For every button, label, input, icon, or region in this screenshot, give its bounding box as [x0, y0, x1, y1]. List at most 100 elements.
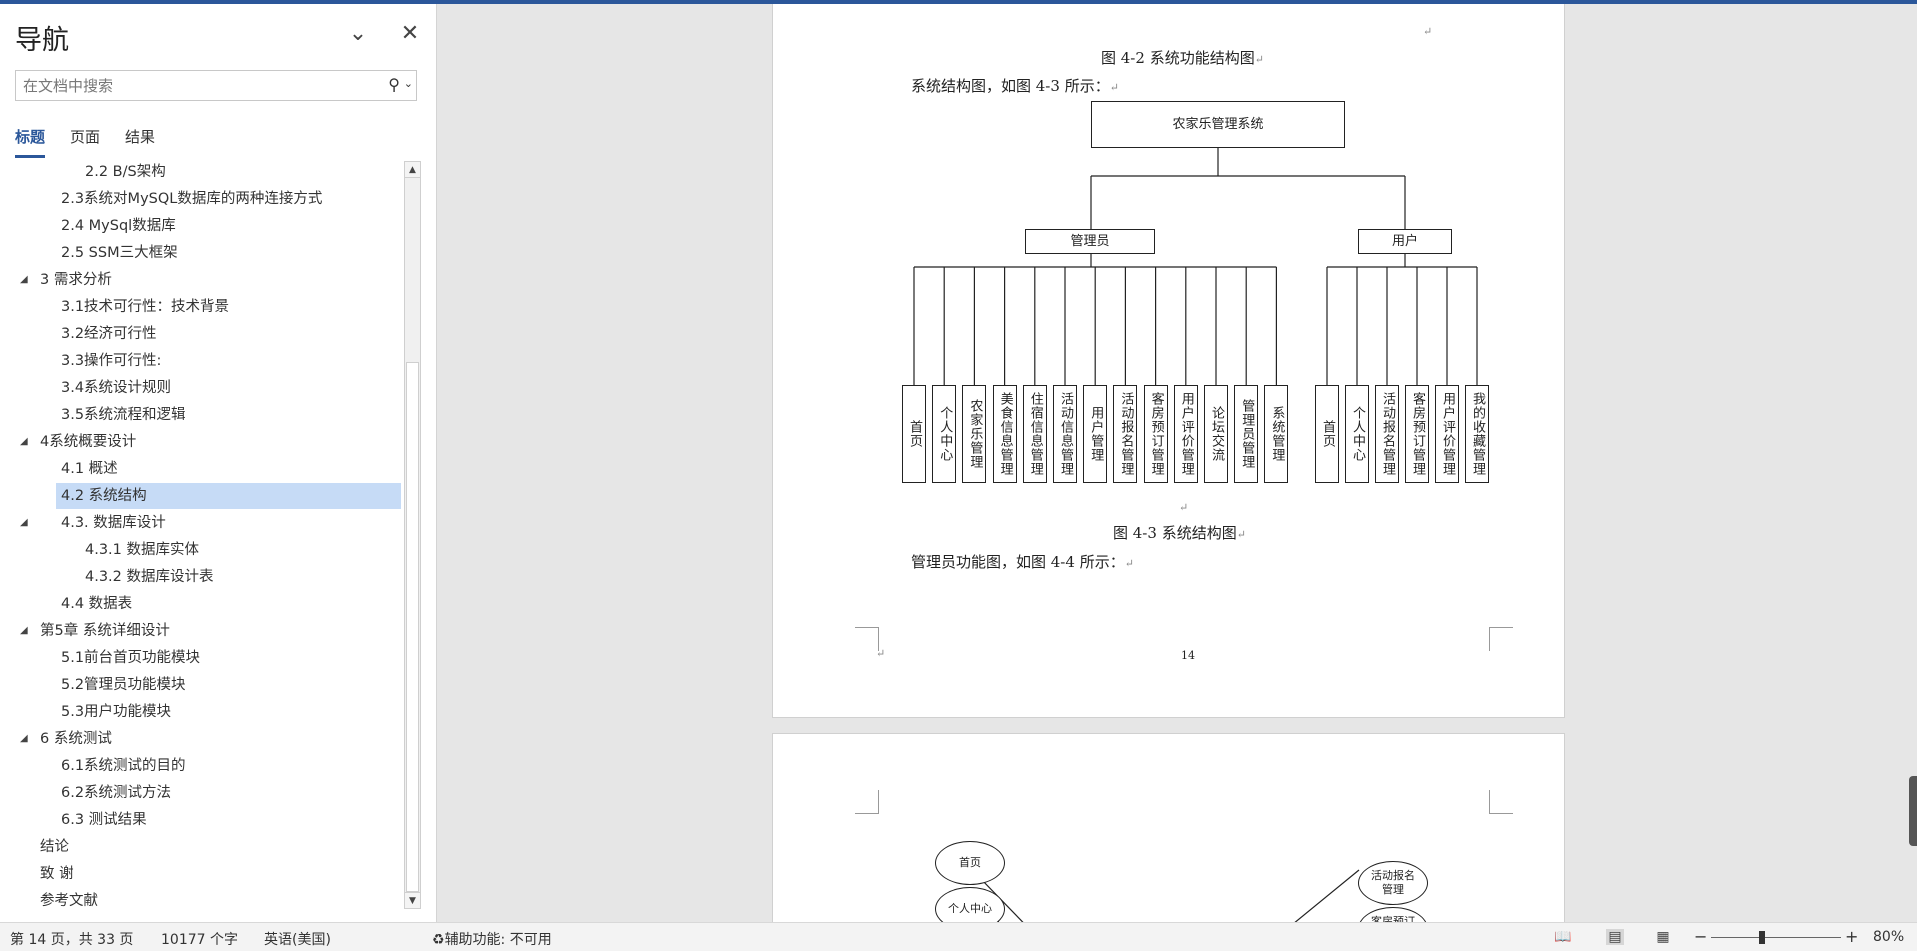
- nav-heading-label: 5.2管理员功能模块: [61, 677, 186, 693]
- accessibility-status[interactable]: ♻辅助功能: 不可用: [432, 932, 552, 948]
- read-mode-icon[interactable]: 📖: [1554, 929, 1572, 945]
- tab-headings[interactable]: 标题: [15, 124, 46, 158]
- nav-heading-label: 6.3 测试结果: [61, 812, 147, 828]
- search-icon[interactable]: ⚲: [388, 75, 400, 94]
- diagram-leaf-label: 用户管理: [1088, 406, 1104, 462]
- zoom-out-button[interactable]: −: [1694, 927, 1708, 946]
- nav-heading-label: 6.1系统测试的目的: [61, 758, 186, 774]
- nav-heading-item[interactable]: ◢ 4.3. 数据库设计: [0, 510, 403, 536]
- document-canvas[interactable]: ↵ 图 4-2 系统功能结构图↵ 系统结构图，如图 4-3 所示：↵ 农家乐管理…: [438, 4, 1917, 922]
- side-handle[interactable]: [1909, 776, 1917, 846]
- diagram-leaf-node: 论坛交流: [1204, 385, 1228, 483]
- diagram-leaf-label: 论坛交流: [1209, 406, 1224, 462]
- diagram-leaf-node: 农家乐管理: [962, 385, 987, 483]
- paragraph-mark: ↵: [1423, 25, 1433, 38]
- nav-heading-item[interactable]: 3.3操作可行性:: [0, 348, 403, 374]
- zoom-level[interactable]: 80%: [1873, 929, 1905, 945]
- nav-heading-label: 第5章 系统详细设计: [40, 623, 170, 639]
- zoom-slider[interactable]: [1711, 937, 1841, 938]
- nav-heading-item[interactable]: 3.4系统设计规则: [0, 375, 403, 401]
- collapse-triangle-icon[interactable]: ◢: [20, 517, 28, 528]
- nav-heading-item[interactable]: ◢3 需求分析: [0, 267, 403, 293]
- nav-heading-item[interactable]: 结论: [0, 834, 403, 860]
- web-layout-icon[interactable]: ▦: [1656, 929, 1670, 945]
- nav-heading-item[interactable]: 参考文献: [0, 888, 403, 911]
- nav-heading-item[interactable]: 2.2 B/S架构: [0, 159, 403, 185]
- collapse-triangle-icon[interactable]: ◢: [20, 625, 28, 636]
- nav-heading-item[interactable]: 3.2经济可行性: [0, 321, 403, 347]
- nav-heading-item[interactable]: 5.2管理员功能模块: [0, 672, 403, 698]
- nav-heading-item[interactable]: 5.3用户功能模块: [0, 699, 403, 725]
- word-count-status[interactable]: 10177 个字: [161, 932, 238, 948]
- diagram-leaf-node: 活动报名管理: [1375, 385, 1399, 483]
- structure-diagram-lines: [913, 148, 1478, 385]
- nav-heading-label: 4.3. 数据库设计: [61, 515, 166, 531]
- paragraph-mark: ↵: [1179, 501, 1189, 514]
- collapse-triangle-icon[interactable]: ◢: [20, 436, 28, 447]
- nav-heading-label: 4.3.2 数据库设计表: [85, 569, 214, 585]
- nav-heading-item[interactable]: 2.5 SSM三大框架: [0, 240, 403, 266]
- nav-heading-item[interactable]: 3.5系统流程和逻辑: [0, 402, 403, 428]
- nav-heading-label: 3.5系统流程和逻辑: [61, 407, 186, 423]
- title-accent-bar: [0, 0, 1917, 4]
- diagram-leaf-label: 住宿信息管理: [1027, 392, 1043, 476]
- search-options-chevron-icon[interactable]: ⌄: [403, 77, 413, 90]
- nav-heading-item[interactable]: 6.2系统测试方法: [0, 780, 403, 806]
- nav-heading-item[interactable]: ◢4系统概要设计: [0, 429, 403, 455]
- nav-heading-item[interactable]: 4.4 数据表: [0, 591, 403, 617]
- diagram-root-node: 农家乐管理系统: [1091, 101, 1345, 148]
- nav-heading-label: 4.4 数据表: [61, 596, 133, 612]
- nav-heading-label: 4.2 系统结构: [61, 488, 147, 504]
- diagram-leaf-node: 客房预订管理: [1405, 385, 1429, 483]
- document-page-14[interactable]: ↵ 图 4-2 系统功能结构图↵ 系统结构图，如图 4-3 所示：↵ 农家乐管理…: [772, 4, 1565, 718]
- nav-heading-label: 6 系统测试: [40, 731, 112, 747]
- diagram-node-home: 首页: [935, 841, 1005, 885]
- nav-heading-item[interactable]: 6.1系统测试的目的: [0, 753, 403, 779]
- tab-results[interactable]: 结果: [125, 128, 156, 146]
- scrollbar-thumb[interactable]: [406, 362, 419, 892]
- close-icon[interactable]: ✕: [400, 21, 420, 46]
- diagram-leaf-node: 活动报名管理: [1113, 385, 1138, 483]
- nav-heading-item[interactable]: 6.3 测试结果: [0, 807, 403, 833]
- nav-heading-item[interactable]: 4.2 系统结构: [56, 483, 401, 509]
- nav-search-input[interactable]: [23, 75, 383, 97]
- nav-search-box[interactable]: ⚲ ⌄: [15, 70, 417, 101]
- nav-heading-item[interactable]: 2.3系统对MySQL数据库的两种连接方式: [0, 186, 403, 212]
- nav-heading-item[interactable]: 4.1 概述: [0, 456, 403, 482]
- zoom-in-button[interactable]: +: [1845, 927, 1859, 946]
- collapse-triangle-icon[interactable]: ◢: [20, 274, 28, 285]
- nav-heading-label: 6.2系统测试方法: [61, 785, 172, 801]
- diagram-leaf-node: 个人中心: [1345, 385, 1369, 483]
- nav-heading-item[interactable]: 4.3.2 数据库设计表: [0, 564, 403, 590]
- zoom-slider-thumb[interactable]: [1759, 931, 1765, 944]
- scroll-up-icon[interactable]: ▲: [405, 162, 420, 178]
- document-page-15[interactable]: 首页 个人中心 活动报名管理 客房预订管理: [772, 733, 1565, 922]
- page-count-status[interactable]: 第 14 页，共 33 页: [10, 932, 134, 948]
- diagram-leaf-label: 活动信息管理: [1058, 392, 1073, 476]
- nav-heading-label: 4.1 概述: [61, 461, 118, 477]
- navigation-pane: 导航 ⌄ ✕ ⚲ ⌄ 标题 页面 结果 2.2 B/S架构2.3系统对MySQL…: [0, 4, 437, 922]
- nav-heading-item[interactable]: ◢ 6 系统测试: [0, 726, 403, 752]
- figure-caption-4-3: 图 4-3 系统结构图↵: [1113, 524, 1246, 542]
- diagram-leaf-node: 用户评价管理: [1173, 385, 1198, 483]
- nav-heading-item[interactable]: 5.1前台首页功能模块: [0, 645, 403, 671]
- nav-tabs: 标题 页面 结果: [15, 124, 180, 158]
- print-layout-icon[interactable]: ▤: [1606, 929, 1624, 945]
- nav-heading-item[interactable]: 2.4 MySql数据库: [0, 213, 403, 239]
- collapse-triangle-icon[interactable]: ◢: [20, 733, 28, 744]
- nav-heading-item[interactable]: 致 谢: [0, 861, 403, 887]
- scroll-down-icon[interactable]: ▼: [405, 892, 420, 908]
- diagram-leaf-label: 用户评价管理: [1178, 392, 1194, 476]
- tab-pages[interactable]: 页面: [70, 128, 101, 146]
- crop-mark: [855, 790, 879, 814]
- diagram-leaf-label: 首页: [907, 420, 922, 448]
- language-status[interactable]: 英语(美国): [264, 932, 331, 948]
- nav-heading-item[interactable]: 3.1技术可行性：技术背景: [0, 294, 403, 320]
- nav-heading-item[interactable]: ◢ 第5章 系统详细设计: [0, 618, 403, 644]
- diagram-leaf-label: 客房预订管理: [1148, 392, 1164, 476]
- chevron-down-icon[interactable]: ⌄: [348, 21, 368, 46]
- diagram-leaf-node: 系统管理: [1264, 385, 1289, 483]
- nav-scrollbar[interactable]: ▲ ▼: [404, 161, 421, 909]
- nav-heading-item[interactable]: 4.3.1 数据库实体: [0, 537, 403, 563]
